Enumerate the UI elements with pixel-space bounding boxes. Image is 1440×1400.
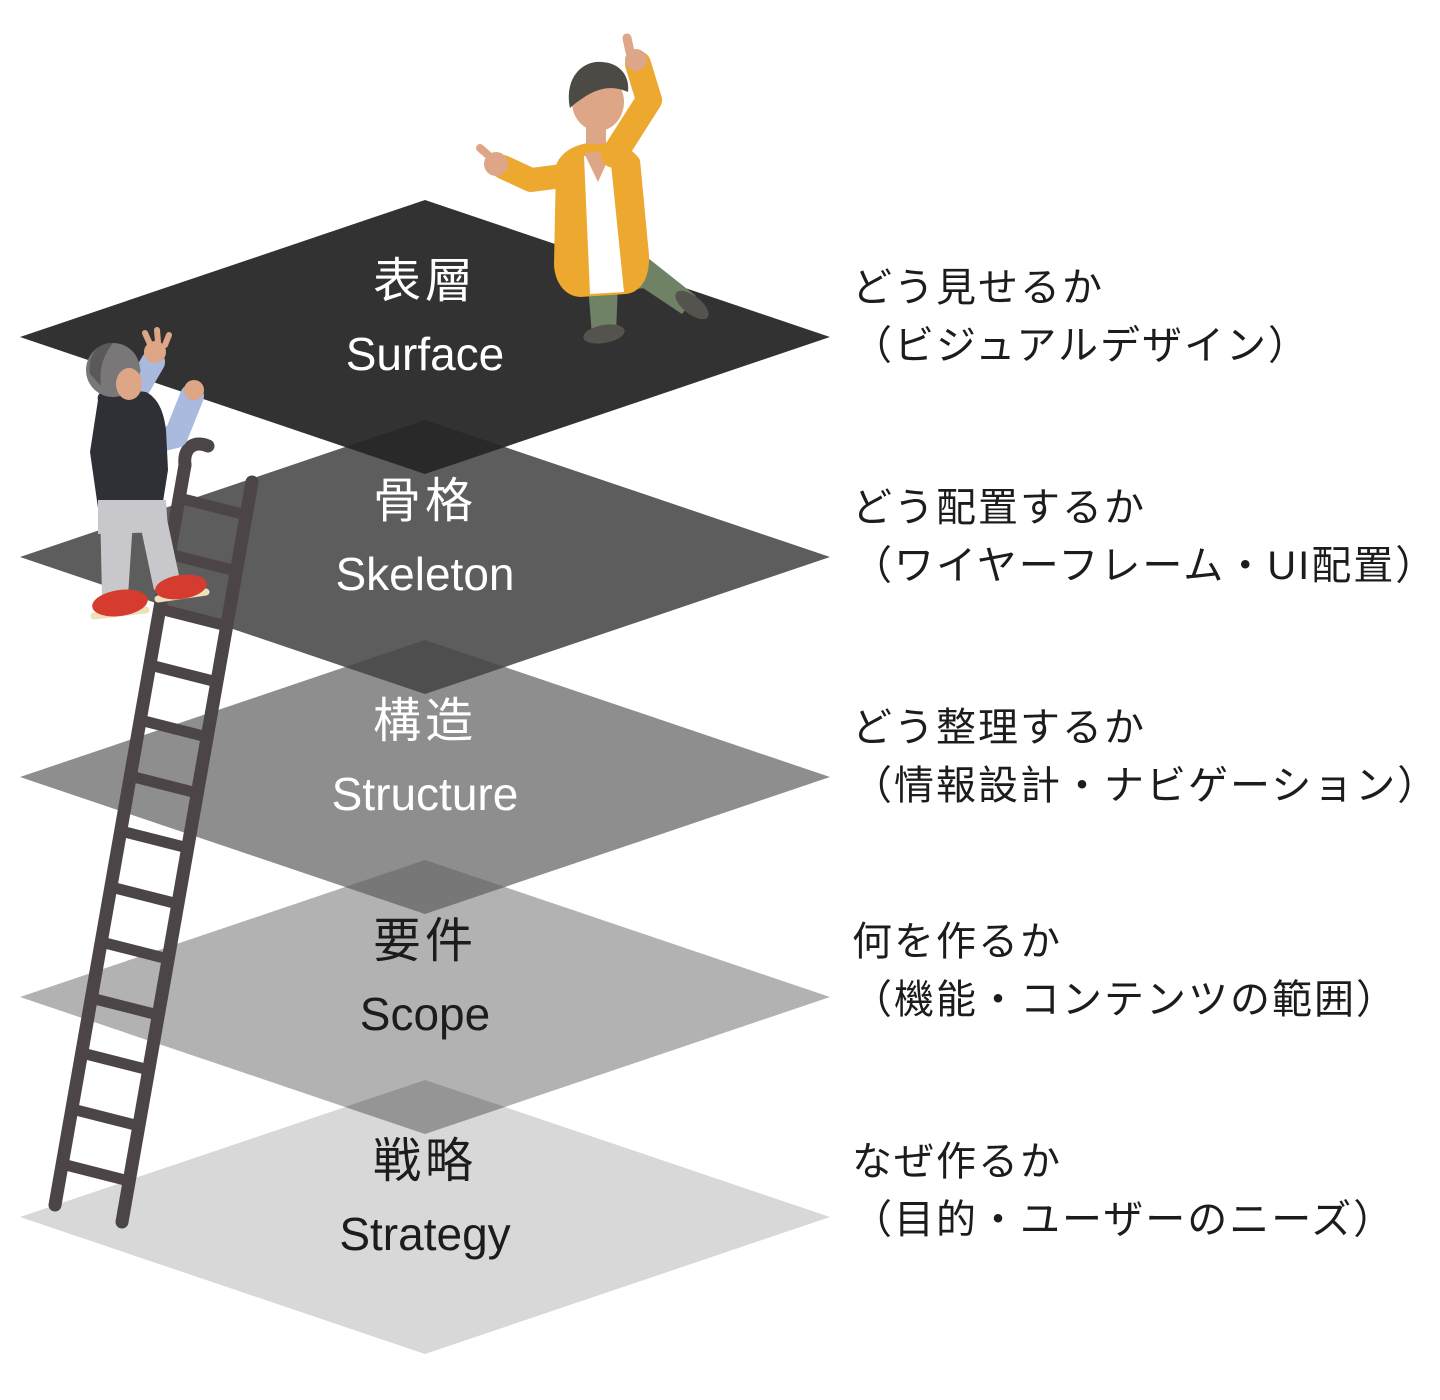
- junction-shade: [345, 420, 505, 474]
- desc-skeleton: どう配置するか （ワイヤーフレーム・UI配置）: [852, 479, 1438, 595]
- dancer-arms: [491, 51, 662, 192]
- layer-diamond-structure: [20, 640, 830, 914]
- dancer-fingers: [476, 33, 635, 159]
- layer-junction-shades: [345, 420, 505, 1134]
- desc-line2: （目的・ユーザーのニーズ）: [852, 1198, 1396, 1242]
- junction-shade: [345, 860, 505, 914]
- climber-vest: [90, 388, 168, 508]
- desc-line1: なぜ作るか: [852, 1140, 1062, 1184]
- desc-scope: 何を作るか （機能・コンテンツの範囲）: [852, 913, 1438, 1029]
- desc-line1: どう配置するか: [852, 486, 1146, 530]
- desc-line2: （機能・コンテンツの範囲）: [852, 978, 1398, 1022]
- climber-hair-fringe: [110, 351, 141, 372]
- climber-face: [116, 368, 142, 400]
- dancer-shirt: [584, 154, 624, 294]
- ladder-illustration: [48, 437, 259, 1229]
- desc-line2: （情報設計・ナビゲーション）: [852, 764, 1440, 808]
- desc-line2: （ワイヤーフレーム・UI配置）: [852, 544, 1438, 588]
- climber-illustration: [86, 327, 210, 620]
- desc-structure: どう整理するか （情報設計・ナビゲーション）: [852, 699, 1438, 815]
- layer-diamond-strategy: [20, 1080, 830, 1354]
- desc-line1: どう整理するか: [852, 706, 1146, 750]
- desc-strategy: なぜ作るか （目的・ユーザーのニーズ）: [852, 1133, 1438, 1249]
- layer-diamond-scope: [20, 860, 830, 1134]
- dancer-hair: [568, 61, 629, 108]
- junction-shade: [345, 1080, 505, 1134]
- desc-surface: どう見せるか （ビジュアルデザイン）: [852, 259, 1438, 375]
- dancer-illustration: [476, 33, 709, 344]
- climber-shoes: [92, 574, 207, 617]
- ladder-rungs: [56, 492, 252, 1187]
- ladder-top-hook: [178, 437, 215, 472]
- desc-line1: どう見せるか: [852, 266, 1104, 310]
- climber-fingers: [142, 327, 172, 348]
- junction-shade: [345, 640, 505, 694]
- dancer-shoes: [583, 290, 709, 344]
- climber-pants: [98, 500, 180, 596]
- desc-line2: （ビジュアルデザイン）: [852, 324, 1310, 368]
- desc-line1: 何を作るか: [852, 920, 1062, 964]
- climber-hair-shadow: [89, 342, 113, 386]
